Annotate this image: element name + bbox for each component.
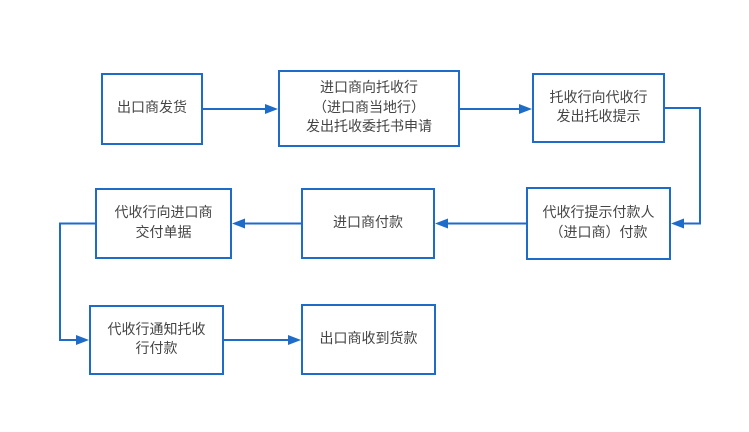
node-label: 托收行向代收行 发出托收提示 bbox=[549, 90, 648, 126]
node-label: 进口商向托收行 （进口商当地行） 发出托收委托书申请 bbox=[306, 81, 432, 136]
node-remitting-bank-presents: 托收行向代收行 发出托收提示 bbox=[532, 73, 665, 143]
edge-exporter-ships-to-importer-collection-order bbox=[203, 104, 278, 114]
edge-importer-collection-order-to-remitting-bank-presents bbox=[460, 104, 532, 114]
node-collecting-bank-presents: 代收行提示付款人 （进口商）付款 bbox=[526, 187, 671, 260]
node-label: 代收行向进口商 交付单据 bbox=[114, 206, 213, 241]
node-collecting-bank-notifies: 代收行通知托收 行付款 bbox=[89, 305, 224, 375]
node-label: 代收行提示付款人 （进口商）付款 bbox=[542, 206, 655, 241]
node-label: 代收行通知托收 行付款 bbox=[107, 322, 206, 358]
node-label: 出口商收到货款 bbox=[319, 331, 418, 347]
node-importer-collection-order: 进口商向托收行 （进口商当地行） 发出托收委托书申请 bbox=[278, 70, 460, 147]
node-label: 出口商发货 bbox=[117, 101, 187, 117]
node-exporter-ships: 出口商发货 bbox=[101, 73, 203, 145]
edge-collecting-bank-delivers-to-collecting-bank-notifies bbox=[59, 222, 95, 345]
edge-collecting-bank-presents-to-importer-pays bbox=[435, 218, 526, 229]
edge-importer-pays-to-collecting-bank-delivers bbox=[232, 218, 301, 229]
node-collecting-bank-delivers: 代收行向进口商 交付单据 bbox=[95, 188, 232, 259]
edge-collecting-bank-notifies-to-exporter-receives-payment bbox=[224, 335, 301, 345]
edge-remitting-bank-presents-to-collecting-bank-presents bbox=[665, 107, 701, 229]
node-importer-pays: 进口商付款 bbox=[301, 188, 435, 259]
node-exporter-receives-payment: 出口商收到货款 bbox=[301, 304, 436, 375]
node-label: 进口商付款 bbox=[333, 215, 403, 231]
